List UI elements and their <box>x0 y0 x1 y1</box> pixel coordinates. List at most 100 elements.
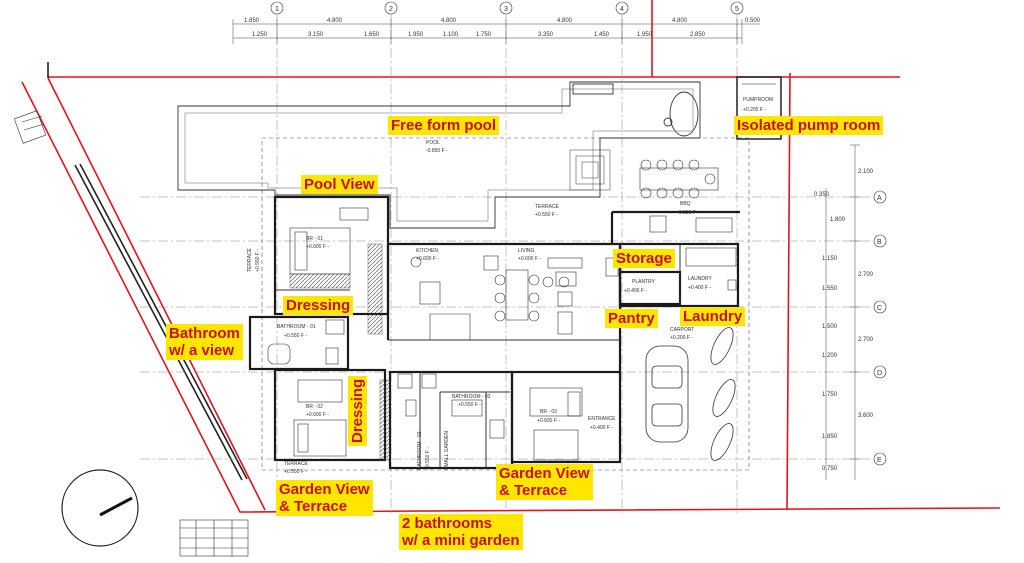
tag-plantry-level: +0.400 F - <box>624 288 647 294</box>
tag-terrace-side: TERRACE <box>247 247 253 272</box>
callout-two-bathrooms: 2 bathrooms w/ a mini garden <box>399 514 523 550</box>
grid-label-a: A <box>877 195 882 202</box>
dim-right-4: 3.600 <box>858 413 874 419</box>
dim-right-3: 2.700 <box>858 337 874 343</box>
grid-label-b: B <box>877 239 882 246</box>
dining-table <box>639 159 719 199</box>
tag-br03-level: +0.600 F - <box>537 418 560 424</box>
tag-br03: BR - 03 <box>540 409 557 415</box>
room-tags: POOL -0.850 F - PUMPROOM +0.200 F - TERR… <box>247 97 773 475</box>
tag-terrace: TERRACE <box>535 204 560 210</box>
tag-pumproom: PUMPROOM <box>743 97 773 103</box>
dim-right-in-7: 1.750 <box>822 392 838 398</box>
dim-top2-7: 3.350 <box>538 32 554 38</box>
dims-top-row1: 1.850 4.800 4.800 4.800 4.800 0.500 <box>244 18 761 24</box>
tag-carport-level: +0.200 F - <box>670 335 693 341</box>
callout-laundry: Laundry <box>680 307 746 326</box>
dim-top2-3: 1.650 <box>364 32 380 38</box>
tag-br02-level: +0.600 F - <box>306 412 329 418</box>
tag-bathroom03-level: +0.550 F - <box>458 402 481 408</box>
dims-top-row2: 1.250 3.150 1.650 1.950 1.100 1.750 3.35… <box>252 32 706 38</box>
car <box>645 345 689 443</box>
tag-entrance-level: +0.400 F - <box>590 425 613 431</box>
north-arrow-icon <box>61 469 139 547</box>
tag-plantry: PLANTRY <box>632 279 656 285</box>
tag-bathroom02-level: +0.550 F - <box>425 447 431 470</box>
dim-top-1: 1.850 <box>244 18 260 24</box>
br01-bed <box>289 207 369 275</box>
dim-top2-8: 1.450 <box>594 32 610 38</box>
service-fixtures <box>605 215 737 291</box>
dim-right-1: 2.100 <box>858 169 874 175</box>
bath03-fixtures <box>397 373 505 439</box>
dim-right-in-2: 1.800 <box>830 217 846 223</box>
callout-dressing-2: Dressing <box>348 375 367 446</box>
grid-label-4: 4 <box>620 6 624 13</box>
tag-living-level: +0.600 F - <box>518 256 541 262</box>
dim-top-4: 4.800 <box>557 18 573 24</box>
grid-label-2: 2 <box>389 6 393 13</box>
br03-bed <box>529 387 583 461</box>
grid-label-3: 3 <box>504 6 508 13</box>
tag-laundry: LAUNDRY <box>688 276 712 282</box>
dim-top2-5: 1.100 <box>443 32 459 38</box>
dim-top2-4: 1.950 <box>408 32 424 38</box>
tag-bbq: BBQ <box>680 201 691 207</box>
pool-steps <box>569 149 611 191</box>
dims-right-inner: 0.350 1.800 1.150 1.550 1.500 1.200 1.75… <box>814 192 846 472</box>
callout-storage: Storage <box>613 249 675 268</box>
callout-isolated-pump-room: Isolated pump room <box>734 116 884 135</box>
dim-top2-9: 1.950 <box>637 32 653 38</box>
callout-bathroom-view: Bathroom w/ a view <box>166 324 243 360</box>
callout-free-form-pool: Free form pool <box>388 116 500 135</box>
tag-laundry-level: +0.400 F - <box>688 285 711 291</box>
grid-bubble-labels-top: 1 2 3 4 5 <box>275 6 739 13</box>
dim-top2-2: 3.150 <box>308 32 324 38</box>
dim-top2-1: 1.250 <box>252 32 268 38</box>
dimension-lines <box>232 19 860 480</box>
dim-top-5: 4.800 <box>672 18 688 24</box>
pump-room <box>736 76 782 140</box>
hatched-areas <box>289 243 391 461</box>
tag-bathroom01: BATHROOM - 01 <box>277 324 316 330</box>
tag-terrace-level: +0.550 F - <box>535 212 558 218</box>
tag-bathroom03: BATHROOM - 03 <box>452 394 491 400</box>
dim-top2-6: 1.750 <box>476 32 492 38</box>
dims-right-outer: 2.100 2.700 2.700 3.600 <box>858 169 874 419</box>
grid-bubbles-top <box>270 1 744 15</box>
dim-right-in-5: 1.500 <box>822 324 838 330</box>
tag-terrace-side-level: +0.550 F - <box>255 249 261 272</box>
tag-bathroom01-level: +0.550 F - <box>284 333 307 339</box>
property-lines <box>21 0 1001 513</box>
dim-right-2: 2.700 <box>858 272 874 278</box>
grid-label-d: D <box>877 370 882 377</box>
callout-garden-terrace-1: Garden View & Terrace <box>276 480 373 516</box>
tag-living: LIVING <box>518 248 535 254</box>
dim-top2-10: 2.850 <box>690 32 706 38</box>
tag-br01-level: +0.600 F - <box>306 244 329 250</box>
tag-br01: BR - 01 <box>306 236 323 242</box>
tag-pool-level: -0.850 F - <box>426 148 448 154</box>
dim-right-in-8: 1.850 <box>822 434 838 440</box>
trees-icon <box>13 110 249 557</box>
pool <box>177 81 701 229</box>
grid-label-1: 1 <box>275 6 279 13</box>
dim-top-3: 4.800 <box>441 18 457 24</box>
dim-right-in-3: 1.150 <box>822 256 838 262</box>
tag-terrace2-level: +0.550 F - <box>284 469 307 475</box>
callout-garden-terrace-2: Garden View & Terrace <box>496 464 593 500</box>
tag-pool: POOL <box>426 140 440 146</box>
callout-pool-view: Pool View <box>301 175 378 194</box>
dim-top-6: 0.500 <box>745 18 761 24</box>
tag-entrance: ENTRANCE <box>588 416 616 422</box>
bathroom01-fixtures <box>267 319 345 365</box>
callout-dressing-1: Dressing <box>283 296 354 315</box>
grid-bubbles-right <box>873 190 887 466</box>
tag-kitchen-level: +0.600 F - <box>416 256 439 262</box>
building-walls <box>248 195 740 470</box>
grid-bubble-labels-right: A B C D E <box>877 195 882 464</box>
tag-pumproom-level: +0.200 F - <box>743 107 766 113</box>
grid-label-c: C <box>877 305 882 312</box>
tag-kitchen: KITCHEN <box>416 248 438 254</box>
